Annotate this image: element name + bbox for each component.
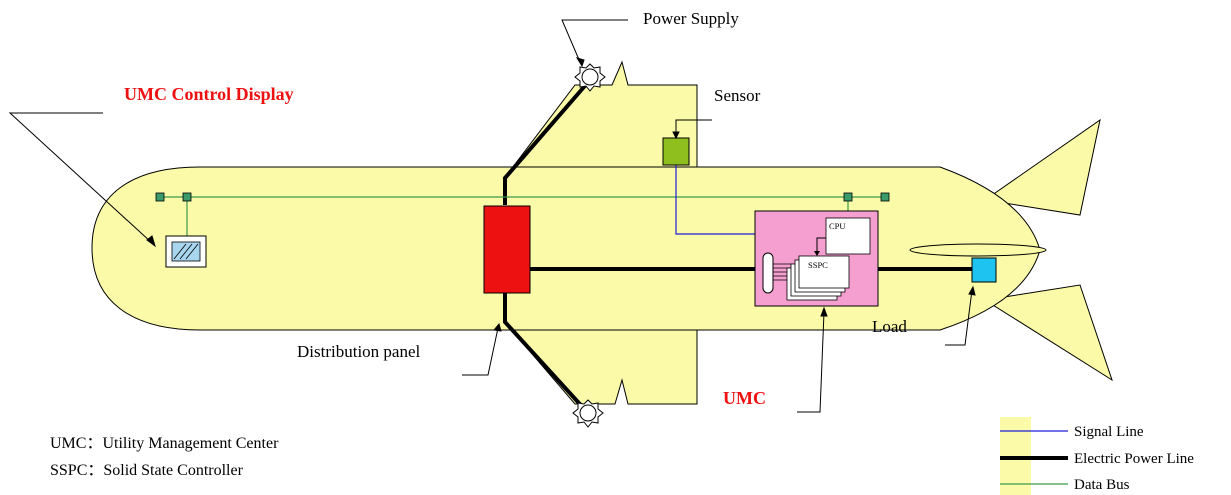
tail-fin-lower	[983, 284, 1113, 382]
sspc-label: SSPC	[808, 260, 828, 270]
callout-sensor	[672, 119, 712, 140]
umc-label: UMC	[723, 388, 766, 408]
distribution-panel-label: Distribution panel	[297, 342, 421, 361]
legend-electric-power-line-label: Electric Power Line	[1074, 451, 1194, 467]
power-supply-label: Power Supply	[643, 9, 739, 28]
bus-node	[880, 192, 890, 202]
legend-data-bus-label: Data Bus	[1074, 477, 1130, 493]
callout-power-supply	[561, 19, 628, 68]
cpu-box	[825, 217, 871, 255]
power-line-lower	[503, 292, 590, 415]
load-box	[971, 257, 997, 283]
power-line-upper	[503, 78, 592, 205]
legend: Signal Line Electric Power Line Data Bus	[1000, 417, 1194, 495]
callout-load	[945, 285, 976, 346]
callout-umc-control-display	[8, 112, 156, 248]
load-label: Load	[872, 317, 907, 336]
cpu-arrowhead	[814, 251, 820, 256]
cpu-label: CPU	[829, 221, 846, 231]
power-supply-icon-top	[574, 63, 606, 92]
cpu-to-sspc-arrow	[816, 237, 826, 253]
tail-stabilizer	[909, 243, 1047, 257]
definition-sspc: SSPC：Solid State Controller	[50, 462, 244, 479]
umc-bus-bar	[762, 252, 774, 294]
signal-line	[675, 165, 765, 235]
distribution-panel-box	[483, 205, 531, 294]
definition-umc: UMC：Utility Management Center	[50, 435, 279, 452]
callout-umc	[797, 306, 828, 413]
sensor-box	[662, 137, 690, 166]
sspc-card	[798, 255, 850, 289]
tail-fin-upper	[983, 118, 1101, 216]
legend-signal-line-label: Signal Line	[1074, 424, 1144, 440]
power-supply-icon-bottom	[572, 399, 604, 428]
bus-node	[182, 192, 192, 202]
airship-hull	[91, 166, 1041, 331]
display-glare	[179, 243, 193, 260]
display-glare	[185, 243, 199, 260]
sensor-label: Sensor	[714, 86, 761, 105]
lower-wing	[501, 319, 698, 405]
display-glare	[173, 243, 187, 260]
umc-control-display-label: UMC Control Display	[124, 84, 294, 104]
bus-node	[843, 192, 853, 202]
callout-distribution-panel	[462, 322, 502, 376]
bus-node	[155, 192, 165, 202]
